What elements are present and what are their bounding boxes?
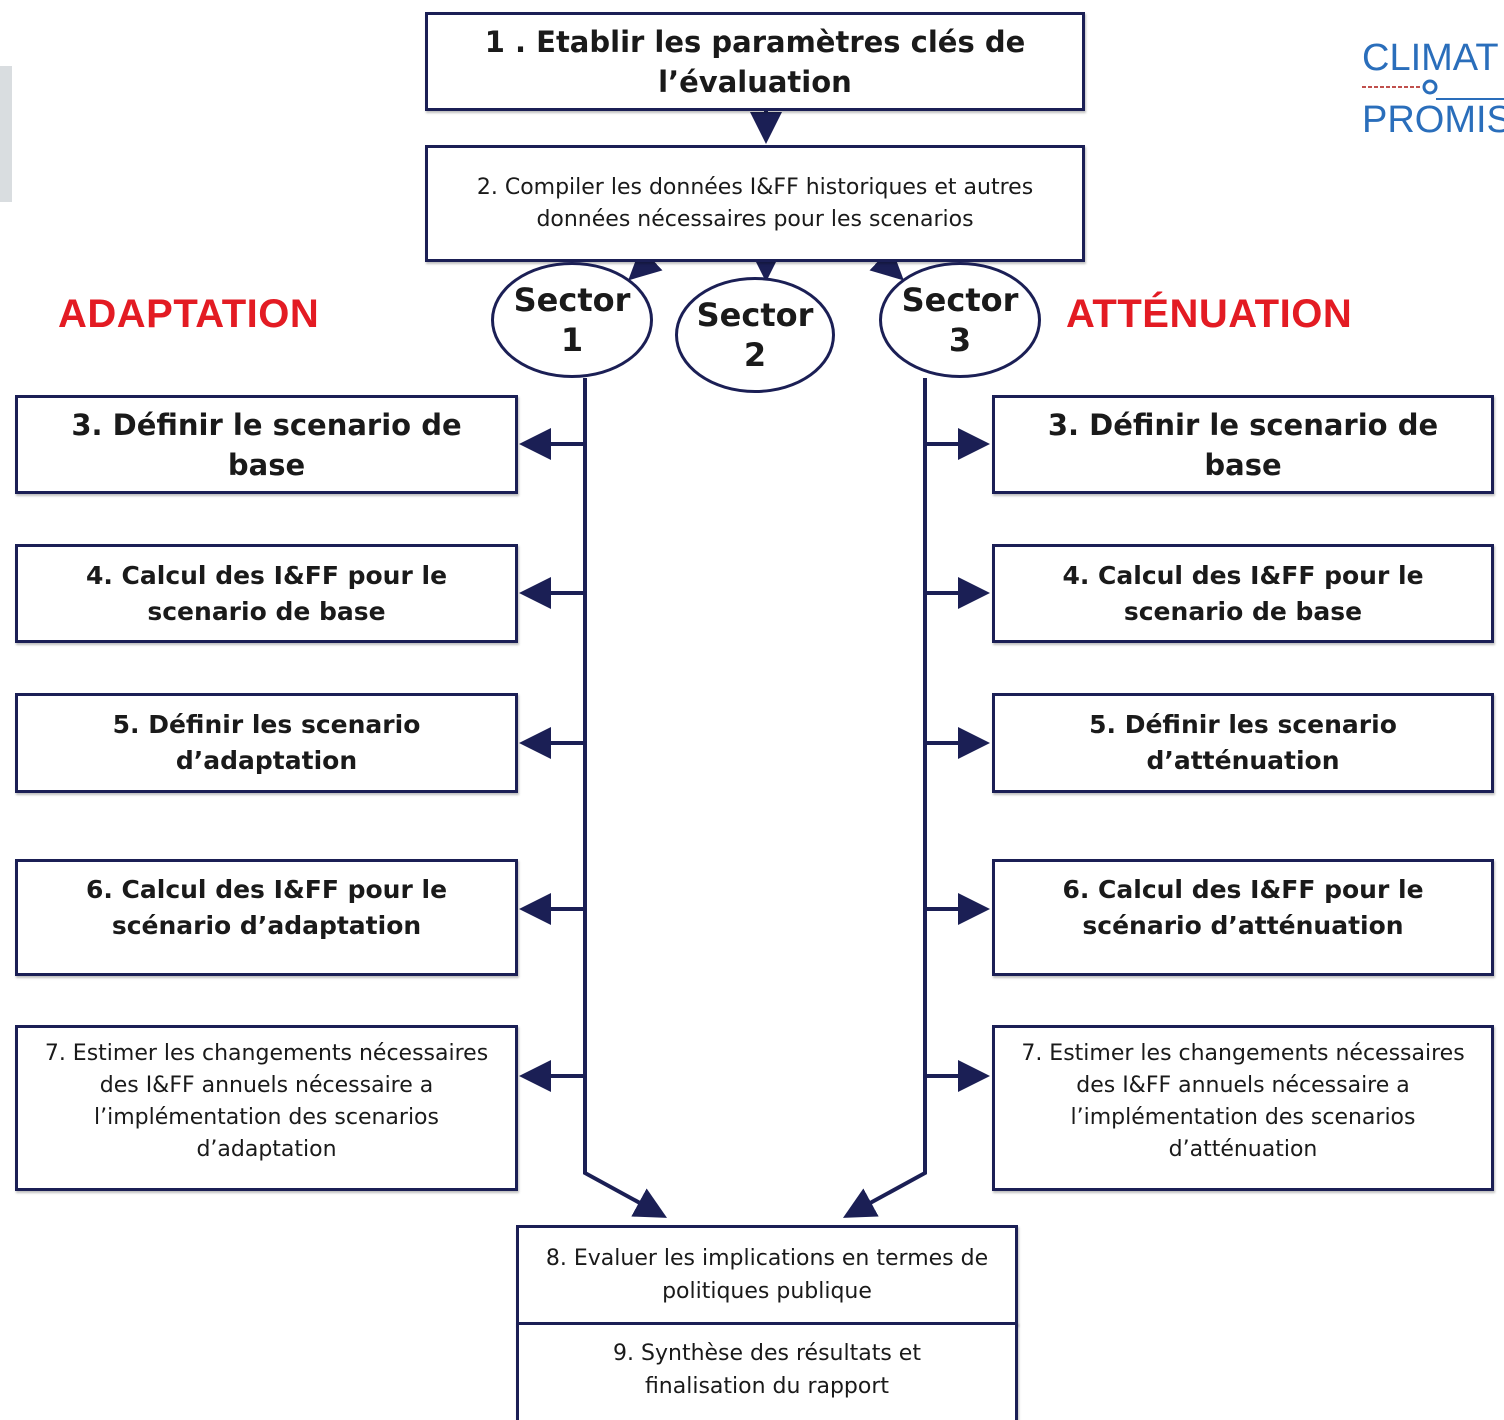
sector-1-circle: Sector 1 (491, 262, 653, 378)
attenuation-step7-text: 7. Estimer les changements nécessaires d… (1021, 1041, 1465, 1162)
attenuation-step6-box: 6. Calcul des I&FF pour le scénario d’at… (992, 859, 1494, 976)
attenuation-step3-box: 3. Définir le scenario de base (992, 395, 1494, 494)
sector-2-number: 2 (743, 336, 767, 374)
sector-1-label: Sector (513, 281, 631, 319)
sector3-spine-line (842, 378, 927, 1218)
step9-box: 9. Synthèse des résultats et finalisatio… (516, 1322, 1018, 1420)
adaptation-step6-text: 6. Calcul des I&FF pour le scénario d’ad… (85, 875, 448, 940)
arrow-to-sector1 (628, 246, 663, 281)
attenuation-title: ATTÉNUATION (1066, 292, 1353, 336)
sector-2-circle: Sector 2 (675, 277, 835, 393)
step9-text: 9. Synthèse des résultats et finalisatio… (613, 1341, 921, 1399)
adaptation-step4-box: 4. Calcul des I&FF pour le scenario de b… (15, 544, 518, 643)
step8-box: 8. Evaluer les implications en termes de… (516, 1225, 1018, 1325)
adaptation-step3-text: 3. Définir le scenario de base (71, 407, 462, 482)
logo-line1: CLIMAT (1362, 37, 1499, 79)
attenuation-step4-box: 4. Calcul des I&FF pour le scenario de b… (992, 544, 1494, 643)
logo-dashed-icon (1362, 79, 1504, 100)
attenuation-step5-box: 5. Définir les scenario d’atténuation (992, 693, 1494, 793)
step2-text: 2. Compiler les données I&FF historiques… (476, 174, 1034, 232)
step2-box: 2. Compiler les données I&FF historiques… (425, 145, 1085, 262)
decorative-side-bar (0, 66, 12, 202)
step1-text: 1 . Etablir les paramètres clés de l’éva… (484, 24, 1026, 99)
arrow-to-sector3 (869, 246, 904, 281)
attenuation-step3-text: 3. Définir le scenario de base (1047, 407, 1439, 482)
adaptation-step7-box: 7. Estimer les changements nécessaires d… (15, 1025, 518, 1191)
attenuation-step6-text: 6. Calcul des I&FF pour le scénario d’at… (1062, 875, 1424, 940)
sector1-spine-line (583, 378, 668, 1218)
sector-3-circle: Sector 3 (879, 262, 1041, 378)
adaptation-title: ADAPTATION (58, 292, 320, 336)
step8-text: 8. Evaluer les implications en termes de… (545, 1246, 989, 1304)
adaptation-step5-text: 5. Définir les scenario d’adaptation (112, 710, 421, 775)
adaptation-step6-box: 6. Calcul des I&FF pour le scénario d’ad… (15, 859, 518, 976)
logo-line2: PROMIS (1362, 99, 1504, 141)
sector-2-label: Sector (696, 296, 814, 334)
sector-3-number: 3 (948, 321, 972, 359)
attenuation-step5-text: 5. Définir les scenario d’atténuation (1089, 710, 1397, 775)
attenuation-step4-text: 4. Calcul des I&FF pour le scenario de b… (1062, 560, 1424, 626)
adaptation-step4-text: 4. Calcul des I&FF pour le scenario de b… (85, 560, 448, 626)
sector-3-label: Sector (901, 281, 1019, 319)
adaptation-step3-box: 3. Définir le scenario de base (15, 395, 518, 494)
adaptation-step5-box: 5. Définir les scenario d’adaptation (15, 693, 518, 793)
attenuation-step7-box: 7. Estimer les changements nécessaires d… (992, 1025, 1494, 1191)
climate-promise-logo: CLIMAT PROMIS (1360, 36, 1504, 146)
step1-box: 1 . Etablir les paramètres clés de l’éva… (425, 12, 1085, 111)
adaptation-step7-text: 7. Estimer les changements nécessaires d… (44, 1041, 489, 1162)
sector-1-number: 1 (560, 321, 584, 359)
